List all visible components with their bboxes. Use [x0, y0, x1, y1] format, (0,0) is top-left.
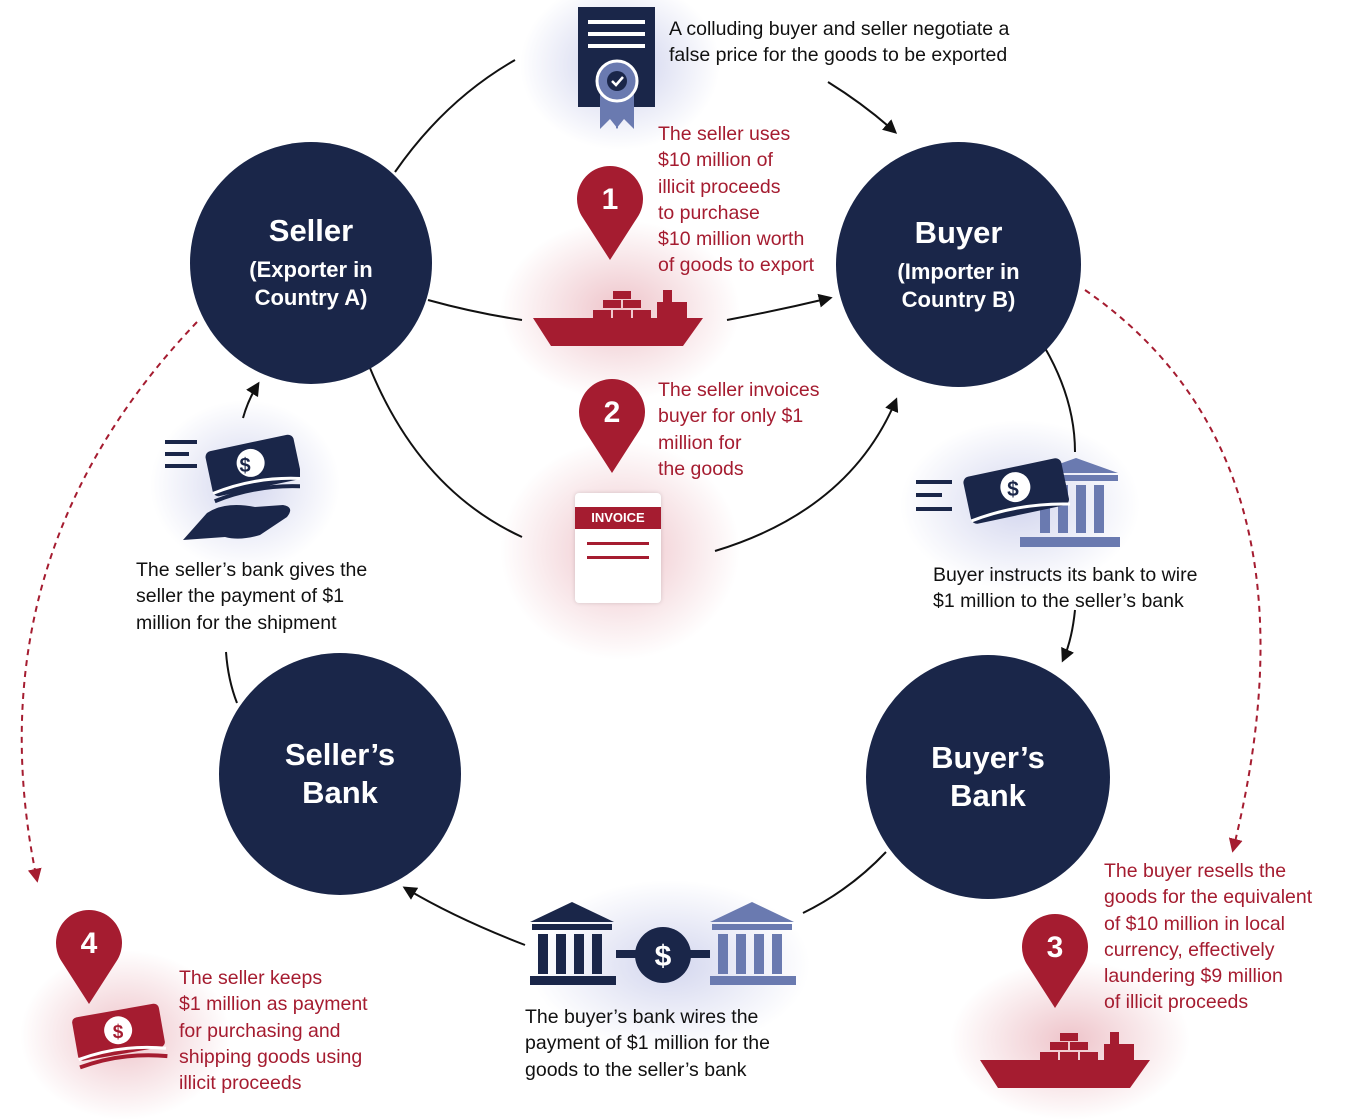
map-pin-icon-3: [1022, 914, 1088, 1008]
arc-sellersbank-up: [225, 651, 238, 704]
step-2-line-1: The seller invoices: [658, 379, 820, 401]
negotiate-line-2: false price for the goods to be exported: [669, 44, 1008, 67]
seller-subtitle-1: (Exporter in: [249, 257, 373, 282]
step-3-line-4: currency, effectively: [1104, 938, 1275, 961]
step-3-line-6: of illicit proceeds: [1104, 991, 1249, 1014]
arrow-negotiate: [827, 81, 898, 134]
negotiate-text: A colluding buyer and seller negotiate a…: [669, 16, 1009, 69]
connectors: [20, 59, 1262, 946]
arrow-to-sellers-bank: [402, 886, 526, 946]
map-pin-icon-2: [579, 379, 645, 473]
certificate-icon: [578, 7, 655, 129]
bank-wire-line-1: The buyer’s bank wires the: [525, 1006, 759, 1028]
step-1-line-2: $10 million of: [658, 149, 773, 172]
cargo-ship-icon: [533, 290, 703, 346]
dollar-bank: $: [1007, 478, 1019, 501]
step-1-line-1: The seller uses: [658, 123, 791, 145]
map-pin-icon-1: [577, 166, 643, 260]
step-1-line-5: $10 million worth: [658, 228, 805, 251]
bank-pays-line-3: million for the shipment: [136, 611, 337, 634]
step-3-text: The buyer resells the goods for the equi…: [1104, 858, 1312, 1016]
diagram: Seller (Exporter in Country A) Buyer (Im…: [20, 0, 1312, 1120]
step-4-line-2: $1 million as payment: [179, 993, 368, 1016]
line-seller-ship: [427, 299, 523, 321]
bank-wire-line-2: payment of $1 million for the: [525, 1032, 770, 1055]
arc-buyer-money: [1044, 347, 1076, 453]
arc-buyersbank-transfer: [802, 851, 887, 914]
buyer-instructs-line-2: $1 million to the seller’s bank: [933, 590, 1184, 613]
arrow-to-buyers-bank: [1061, 609, 1076, 663]
step-4-line-4: shipping goods using: [179, 1045, 363, 1068]
step-3-line-3: of $10 million in local: [1104, 912, 1286, 935]
seller-title: Seller: [268, 213, 354, 248]
arrow-invoice-buyer: [714, 397, 899, 552]
buyer-subtitle-1: (Importer in: [897, 258, 1020, 284]
step-1-number: 1: [601, 183, 619, 216]
step-3-line-2: goods for the equivalent: [1104, 886, 1313, 909]
dashed-buyer-to-3: [1084, 289, 1262, 853]
buyer-title: Buyer: [914, 214, 1003, 250]
bank-wire-line-3: goods to the seller’s bank: [525, 1058, 747, 1081]
dollar-hand: $: [239, 455, 250, 477]
step-2-text: The seller invoices buyer for only $1 mi…: [658, 377, 819, 482]
buyer-instructs-text: Buyer instructs its bank to wire $1 mill…: [933, 562, 1197, 615]
step-1-line-6: of goods to export: [658, 254, 815, 277]
dollar-cash: $: [113, 1022, 124, 1043]
arrow-to-seller: [242, 381, 260, 419]
sellers-bank-title-1: Seller’s: [284, 737, 396, 772]
arc-seller-invoice: [369, 367, 523, 538]
bank-pays-text: The seller’s bank gives the seller the p…: [136, 557, 367, 636]
step-2-line-2: buyer for only $1: [658, 405, 804, 428]
step-4-number: 4: [80, 927, 98, 960]
dollar-transfer: $: [655, 940, 672, 973]
step-2-line-3: million for: [658, 431, 742, 454]
buyer-subtitle-2: Country B): [901, 286, 1016, 312]
arrow-ship-buyer: [726, 293, 833, 321]
cargo-ship-icon-3: [980, 1032, 1150, 1088]
step-4-text: The seller keeps $1 million as payment f…: [179, 965, 368, 1096]
invoice-icon: INVOICE: [575, 493, 661, 603]
node-sellers-bank: Seller’s Bank: [219, 653, 461, 895]
node-buyer: Buyer (Importer in Country B): [836, 142, 1081, 387]
invoice-line-2: [587, 556, 649, 559]
negotiate-line-1: A colluding buyer and seller negotiate a: [669, 18, 1010, 40]
step-3-line-5: laundering $9 million: [1104, 965, 1283, 988]
buyers-bank-title-2: Bank: [950, 778, 1026, 813]
hand-money-icon: $: [165, 434, 300, 540]
cash-icon: $: [72, 1003, 168, 1070]
node-buyers-bank: Buyer’s Bank: [866, 655, 1110, 899]
invoice-line-1: [587, 542, 649, 545]
sellers-bank-title-2: Bank: [302, 775, 378, 810]
step-4-line-3: for purchasing and: [179, 1019, 341, 1042]
step-1-text: The seller uses $10 million of illicit p…: [658, 121, 814, 279]
step-3-line-1: The buyer resells the: [1104, 860, 1287, 882]
money-to-bank-icon: $: [916, 458, 1120, 547]
arc-top-left: [394, 59, 516, 173]
step-3-number: 3: [1046, 931, 1064, 964]
step-2-line-4: the goods: [658, 457, 744, 480]
step-1-line-4: to purchase: [658, 201, 760, 224]
bank-pays-line-1: The seller’s bank gives the: [136, 559, 368, 581]
bank-pays-line-2: seller the payment of $1: [136, 585, 345, 608]
bank-transfer-icon: $: [530, 902, 796, 985]
invoice-label: INVOICE: [575, 507, 661, 529]
map-pin-icon-4: [56, 910, 122, 1004]
bank-wire-text: The buyer’s bank wires the payment of $1…: [525, 1004, 770, 1083]
step-2-number: 2: [603, 396, 621, 429]
dashed-seller-to-4: [20, 321, 198, 883]
buyers-bank-title-1: Buyer’s: [931, 740, 1045, 775]
step-4-line-1: The seller keeps: [179, 967, 323, 989]
node-seller: Seller (Exporter in Country A): [190, 142, 432, 384]
buyer-instructs-line-1: Buyer instructs its bank to wire: [933, 564, 1198, 586]
step-4-line-5: illicit proceeds: [179, 1072, 302, 1095]
seller-subtitle-2: Country A): [254, 285, 368, 310]
step-1-line-3: illicit proceeds: [658, 175, 781, 198]
